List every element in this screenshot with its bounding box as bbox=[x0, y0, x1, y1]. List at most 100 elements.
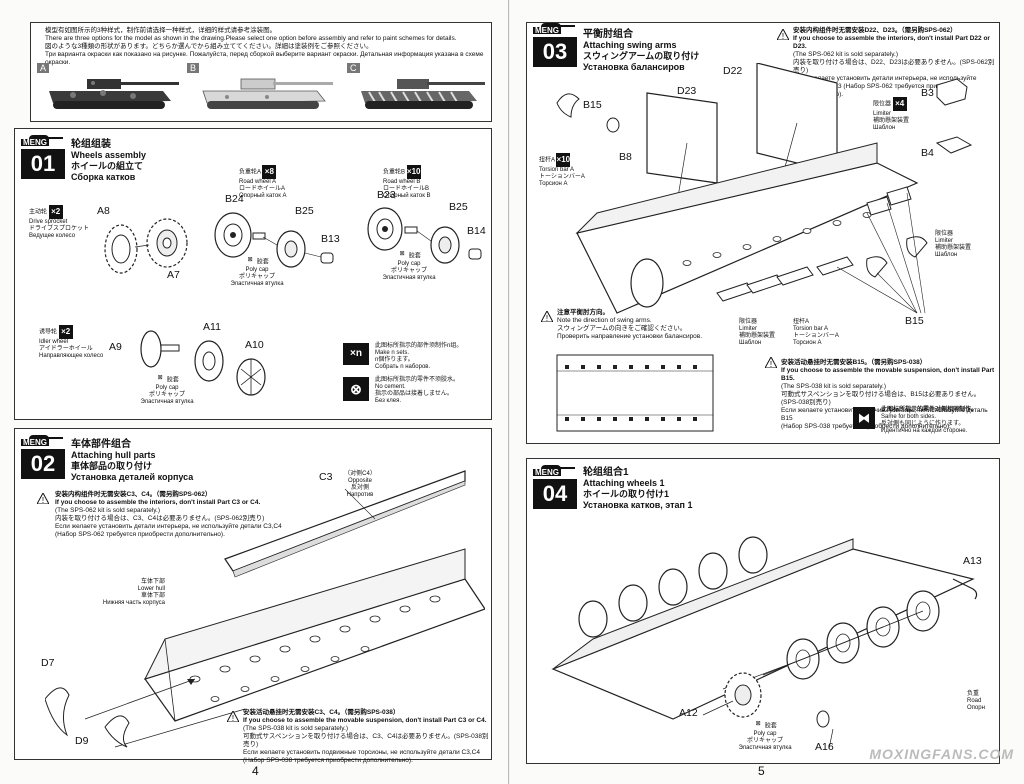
road-wheel-b-drawing bbox=[367, 207, 482, 264]
part-b15-label-lower: B15 bbox=[905, 315, 924, 327]
step-01-title: 轮组组装 Wheels assembly ホイールの組立て Сборка кат… bbox=[71, 139, 147, 182]
torsion-bar-caption-lower: 扭杆A Torsion bar A トーションバーA Торсион A bbox=[793, 319, 839, 346]
limiter-caption-right: 限位器 Limiter 補助懸架装置 Шаблон bbox=[935, 231, 972, 258]
step-03-panel: 03 MENG 平衡肘组合 Attaching swing arms スウィング… bbox=[526, 22, 1000, 444]
svg-text:!: ! bbox=[782, 32, 784, 40]
step-02-brand: MENG bbox=[21, 438, 49, 447]
part-a11-label: A11 bbox=[203, 321, 221, 333]
step-04-panel: 04 MENG 轮组组合1 Attaching wheels 1 ホイールの取り… bbox=[526, 458, 1000, 764]
part-b14-label: B14 bbox=[467, 225, 486, 237]
drive-sprocket-drawing bbox=[104, 218, 188, 274]
part-c4-caption: （对侧C4） Opposite 反対側 Напротив bbox=[344, 471, 376, 498]
paint-option-b-label: B bbox=[187, 63, 200, 73]
polycap-caption-step4: ⊠ 胶套 Poly cap ポリキャップ Эластичная втулка bbox=[738, 721, 792, 751]
step-04-number: 04 bbox=[542, 481, 568, 506]
legend-same-both-sides: ⧓ 此图标所指示的零件对侧相同制作。 Same for both sides. … bbox=[853, 407, 997, 437]
step-04-title: 轮组组合1 Attaching wheels 1 ホイールの取り付け1 Уста… bbox=[583, 467, 693, 510]
idler-wheel-caption: 诱导轮 ×2 Idler wheel アイドラーホイール Направляюще… bbox=[39, 325, 104, 359]
step-02-title: 车体部件组合 Attaching hull parts 車体部品の取り付け Ус… bbox=[71, 439, 194, 482]
left-page: 模型有如图所示的3种样式，制作前请选择一种样式，详细的样式请参考涂装图。 The… bbox=[0, 0, 509, 784]
step-02-interior-note: 安装内构组件时无需安装C3、C4。（需另购SPS-062） If you cho… bbox=[55, 491, 282, 538]
paint-note-ja: 図のような3種類の形状があります。どちらか選んでから組み立ててください。詳細は塗… bbox=[45, 43, 373, 50]
svg-text:!: ! bbox=[546, 314, 548, 322]
warning-icon: ! bbox=[541, 311, 553, 322]
part-d7-label: D7 bbox=[41, 657, 55, 669]
part-b4-label: B4 bbox=[921, 147, 934, 159]
swing-arm-direction-note: 注意平衡肘方向。 Note the direction of swing arm… bbox=[557, 309, 703, 340]
paint-note-zh: 模型有如图所示的3种样式，制作前请选择一种样式，详细的样式请参考涂装图。 bbox=[45, 27, 277, 34]
legend-no-cement: ⊗ 此图标所指示的零件不须胶水。 No cement. 指示の部品は接着しません… bbox=[343, 377, 483, 407]
step-01-brand: MENG bbox=[21, 138, 49, 147]
warning-icon: ! bbox=[777, 29, 789, 40]
part-b13-label: B13 bbox=[321, 233, 340, 245]
page-number-left: 4 bbox=[252, 764, 259, 778]
tank-option-c-image bbox=[361, 79, 485, 109]
drive-sprocket-caption: 主动轮 ×2 Drive sprocket ドライブスプロケット Ведущее… bbox=[29, 205, 90, 239]
part-a16-label: A16 bbox=[815, 741, 834, 753]
part-a10-label: A10 bbox=[245, 339, 264, 351]
limiter-caption-lower: 限位器 Limiter 補助懸架装置 Шаблон bbox=[739, 319, 776, 346]
legend-xn-icon: ×n bbox=[343, 343, 369, 365]
warning-icon: ! bbox=[765, 357, 777, 368]
limiter-caption: 限位器 ×4 Limiter 補助懸架装置 Шаблон bbox=[873, 97, 910, 131]
step-01-panel: 01 MENG 轮组组装 Wheels assembly ホイールの組立て Сб… bbox=[14, 128, 492, 420]
road-wheel-b-caption: 负重轮B ×10 Road wheel B ロードホイールB Опорный к… bbox=[383, 165, 431, 199]
polycap-caption-b: ⊠ 胶套 Poly cap ポリキャップ Эластичная втулка bbox=[382, 251, 436, 281]
step-03-title: 平衡肘组合 Attaching swing arms スウィングアームの取り付け… bbox=[583, 29, 700, 72]
no-cement-icon: ⊗ bbox=[343, 377, 369, 401]
svg-text:!: ! bbox=[42, 496, 44, 504]
polycap-caption-idler: ⊠ 胶套 Poly cap ポリキャップ Эластичная втулка bbox=[140, 375, 194, 405]
step-01-number: 01 bbox=[30, 151, 56, 176]
step-03-number: 03 bbox=[542, 39, 568, 64]
part-b24-label: B24 bbox=[225, 193, 244, 205]
part-a9-label: A9 bbox=[109, 341, 122, 353]
step-02-panel: 02 MENG 车体部件组合 Attaching hull parts 車体部品… bbox=[14, 428, 492, 764]
step-03-badge: 03 bbox=[533, 23, 577, 67]
part-b8-label: B8 bbox=[619, 151, 632, 163]
paint-note-ru: Три варианта окраски как показано на рис… bbox=[45, 51, 484, 66]
part-d22-label: D22 bbox=[723, 65, 743, 77]
part-b23-label: B23 bbox=[377, 189, 396, 201]
hull-topview-drawing bbox=[556, 354, 714, 432]
torsion-bar-caption: 扭杆A ×10 Torsion bar A トーションバーA Торсион A bbox=[539, 153, 585, 187]
part-a13-label: A13 bbox=[963, 555, 982, 567]
step-02-number: 02 bbox=[30, 451, 56, 476]
svg-text:!: ! bbox=[770, 360, 772, 368]
page-number-right: 5 bbox=[758, 764, 765, 778]
step-02-suspension-note: 安装活动悬挂时无需安装C3、C4。（需另购SPS-038） If you cho… bbox=[243, 709, 489, 764]
wheels-hull-drawing bbox=[551, 536, 978, 750]
watermark: MOXINGFANS.COM bbox=[869, 746, 1014, 762]
step-04-badge: 04 bbox=[533, 465, 577, 509]
tank-option-a-image bbox=[49, 79, 179, 109]
road-wheel-a-caption: 负重轮A ×8 Road wheel A ロードホイールA Опорный ка… bbox=[239, 165, 287, 199]
part-d9-label: D9 bbox=[75, 735, 89, 747]
part-b25-label-a: B25 bbox=[295, 205, 314, 217]
polycap-caption-a: ⊠ 胶套 Poly cap ポリキャップ Эластичная втулка bbox=[230, 257, 284, 287]
part-b3-label: B3 bbox=[921, 87, 934, 99]
lower-hull-caption: 车体下部 Lower hull 車体下部 Нижняя часть корпус… bbox=[102, 579, 165, 606]
tank-option-b-image bbox=[202, 78, 333, 109]
step-01-badge: 01 bbox=[21, 135, 65, 179]
part-c3-label: C3 bbox=[319, 471, 333, 483]
svg-text:!: ! bbox=[232, 714, 234, 722]
paint-option-c-label: C bbox=[347, 63, 360, 73]
step-02-badge: 02 bbox=[21, 435, 65, 479]
step-04-brand: MENG bbox=[533, 468, 561, 477]
part-a12-label: A12 bbox=[679, 707, 698, 719]
swing-arms-drawing bbox=[556, 63, 973, 314]
legend-make-n-sets: ×n 此图标所指示的部件须制作n组。 Make n sets. n個作ります。 … bbox=[343, 343, 483, 373]
right-page: 03 MENG 平衡肘组合 Attaching swing arms スウィング… bbox=[510, 0, 1024, 784]
lower-hull-drawing bbox=[45, 470, 485, 748]
paint-note-en: There are three options for the model as… bbox=[45, 35, 457, 42]
same-both-sides-icon: ⧓ bbox=[853, 407, 875, 429]
paint-options-panel: 模型有如图所示的3种样式，制作前请选择一种样式，详细的样式请参考涂装图。 The… bbox=[30, 22, 492, 122]
part-b25-label-b: B25 bbox=[449, 201, 468, 213]
road-wheel-caption-partial: 负重 Road Опорн bbox=[967, 691, 985, 711]
part-a8-label: A8 bbox=[97, 205, 110, 217]
warning-icon: ! bbox=[37, 493, 49, 504]
paint-option-a-label: A bbox=[37, 63, 50, 73]
part-d23-label: D23 bbox=[677, 85, 697, 97]
warning-icon: ! bbox=[227, 711, 239, 722]
part-a7-label: A7 bbox=[167, 269, 180, 281]
idler-wheel-drawing bbox=[140, 330, 266, 396]
